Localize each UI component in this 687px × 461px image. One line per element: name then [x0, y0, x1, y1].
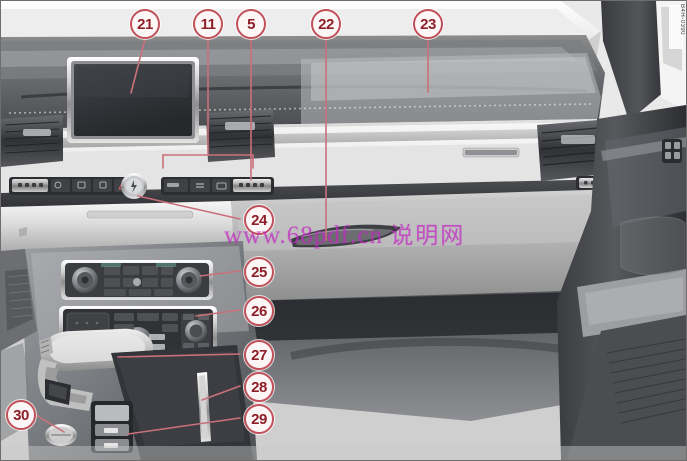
electronic-park-brake [45, 424, 77, 446]
mmi-display-screen [67, 57, 199, 143]
button-row-right [230, 177, 274, 195]
callout-27[interactable]: 27 [244, 340, 274, 370]
callout-23[interactable]: 23 [413, 9, 443, 39]
callout-27-number: 27 [251, 346, 267, 364]
door-panel-right [557, 105, 686, 460]
selector-lever [37, 328, 154, 411]
callout-24[interactable]: 24 [244, 205, 274, 235]
callout-24-number: 24 [251, 211, 267, 229]
callout-21[interactable]: 21 [130, 9, 160, 39]
callout-21-number: 21 [137, 15, 153, 33]
callout-29[interactable]: 29 [244, 404, 274, 434]
callout-25-number: 25 [251, 263, 267, 281]
callout-29-number: 29 [251, 410, 267, 428]
callout-30[interactable]: 30 [6, 400, 36, 430]
callout-23-number: 23 [420, 15, 436, 33]
callout-26[interactable]: 26 [244, 296, 274, 326]
callout-26-number: 26 [251, 302, 267, 320]
figure-corner-code: B4H-0390 [679, 4, 685, 36]
air-vent-left [1, 115, 63, 167]
callout-28[interactable]: 28 [244, 372, 274, 402]
passenger-airbag-panel [301, 53, 601, 129]
callout-28-number: 28 [251, 378, 267, 396]
glove-box-handle [231, 189, 627, 301]
hazard-warning-switch [121, 173, 147, 199]
climate-control-panel [61, 260, 213, 300]
callout-22-number: 22 [318, 15, 334, 33]
passenger-airbag-vent [206, 109, 275, 162]
quattro-badge [462, 147, 520, 158]
callout-25[interactable]: 25 [244, 257, 274, 287]
button-row-left [9, 177, 133, 195]
seat-memory-buttons [91, 401, 133, 453]
callout-22[interactable]: 22 [311, 9, 341, 39]
callout-11-number: 11 [200, 15, 216, 33]
callout-11[interactable]: 11 [193, 9, 223, 39]
window-switch-cluster [662, 139, 682, 163]
callout-30-number: 30 [13, 406, 29, 424]
callout-5-number: 5 [247, 15, 255, 33]
callout-5[interactable]: 5 [236, 9, 266, 39]
